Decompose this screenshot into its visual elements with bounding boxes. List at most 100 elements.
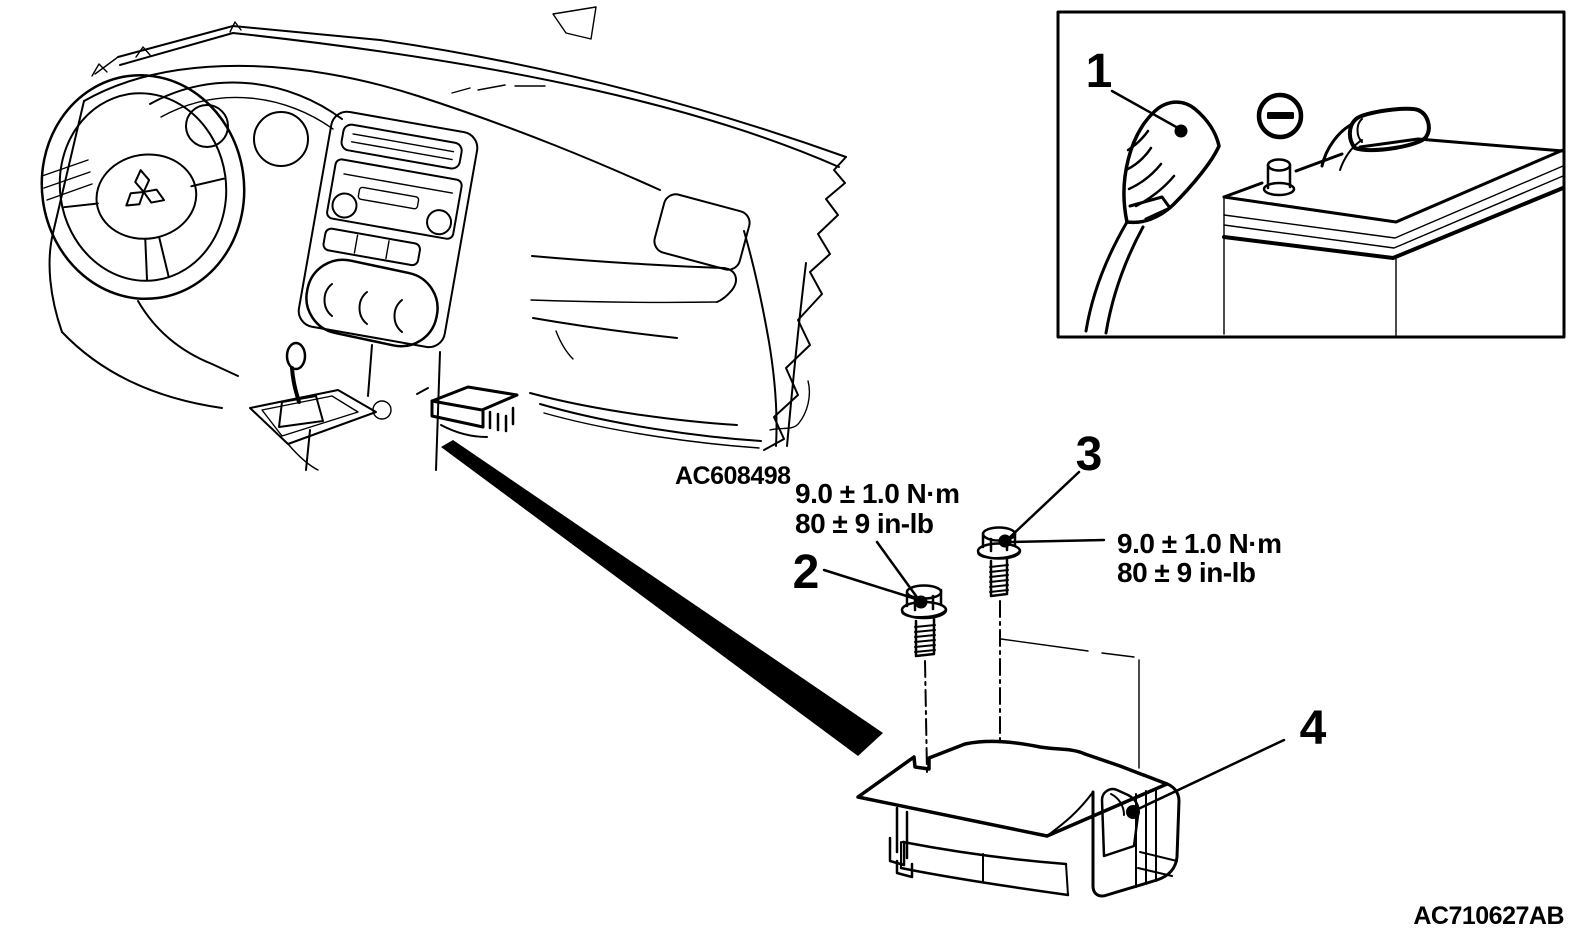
center-stack [297, 110, 479, 349]
console-pillar [367, 344, 373, 397]
lower-trim-strip-inner [543, 412, 760, 449]
left-edge [48, 100, 85, 333]
wheel-spoke-bottom-l [144, 238, 149, 282]
hvac-dial-arc [358, 291, 368, 325]
callout-2: 2 [793, 546, 918, 601]
torque2-leader [875, 540, 921, 602]
vent-slat [46, 183, 93, 201]
boot-stripe [1126, 129, 1150, 152]
tower-flange [1137, 851, 1178, 877]
hvac-dial-arc [393, 299, 403, 333]
location-box-front [430, 399, 485, 429]
callout-1-label: 1 [1086, 45, 1113, 98]
ecu-location-in-dash [416, 385, 519, 438]
minus-circle [1256, 92, 1304, 140]
handle-arm-inner [1339, 139, 1363, 171]
cowl-top-edge [83, 64, 661, 191]
leader-dot-ecu [1126, 805, 1140, 819]
dashboard-illustration [40, 6, 847, 471]
hvac-dial-arc [323, 283, 333, 317]
cd-slot [343, 173, 454, 194]
passenger-side [529, 193, 811, 449]
battery [1222, 106, 1565, 336]
torque3-metric: 9.0 ± 1.0 N·m [1117, 528, 1282, 559]
callout-4-leader [1134, 738, 1286, 812]
torn-edge-spike [91, 63, 108, 77]
torn-edge-spike [135, 46, 151, 58]
battery-top-face [1222, 148, 1565, 224]
knee-bolster [61, 331, 223, 409]
ecu-plate-junction [1046, 791, 1094, 837]
console-pillar [435, 351, 441, 471]
dash-rail-upper [531, 255, 737, 303]
shift-knob [285, 341, 307, 371]
bolt-centerline [924, 660, 928, 774]
location-flick [416, 387, 429, 395]
boot-stripe [1127, 162, 1163, 191]
battery-rear-edges [1222, 137, 1565, 199]
boot-stripe [1124, 146, 1153, 172]
battery-rim-line [1223, 165, 1564, 239]
wheel-rim-inner [58, 92, 228, 282]
callout-2-label: 2 [793, 546, 820, 599]
ecu-connector-tower [1091, 781, 1181, 898]
steering-wheel [40, 73, 246, 301]
pointer-wedge [441, 440, 883, 756]
negative-terminal-icon [1256, 92, 1304, 140]
torque3-imperial: 80 ± 9 in-lb [1117, 557, 1256, 588]
cable-edge [1104, 225, 1145, 335]
radio-display [357, 186, 420, 210]
logo-diamond [125, 190, 145, 207]
battery-inset: 1 [1056, 10, 1566, 339]
bolt-2 [900, 584, 948, 774]
vent-slat [43, 171, 91, 189]
callout-1-leader [1110, 89, 1180, 130]
bolt-threads [914, 624, 936, 653]
torque3-leader [1009, 538, 1106, 544]
wiper-mark [451, 87, 471, 94]
trim-upper-line [117, 25, 847, 158]
torque2-metric: 9.0 ± 1.0 N·m [795, 478, 960, 509]
plane-line [1101, 652, 1135, 658]
dash-torn-right-edge [763, 156, 847, 451]
battery-rim-line [1223, 175, 1564, 249]
ecu-under-body [888, 806, 1070, 897]
alignment-plane-lines [1000, 638, 1140, 769]
glovebox-handle [555, 330, 574, 360]
stack-trim [297, 110, 479, 349]
battery-handle [1320, 106, 1431, 171]
passenger-airbag-lid [653, 193, 751, 271]
callout-4: 4 [1126, 702, 1327, 819]
gauge-right [253, 111, 309, 167]
console-button [372, 400, 392, 420]
shift-lever [290, 366, 301, 404]
battery-corner-edge [1223, 198, 1397, 336]
logo-diamond [142, 188, 166, 204]
callout-3: 3 [998, 428, 1102, 548]
battery-rim-band [1222, 186, 1565, 260]
leader-dot-bolt2 [914, 595, 928, 609]
boot-tab [1128, 195, 1172, 221]
center-vent [340, 123, 463, 170]
shifter-console [249, 341, 441, 471]
ecu-body-top-edge [901, 840, 1068, 866]
radio-knob-left [331, 192, 358, 219]
wheel-spoke-bottom-r [158, 236, 170, 279]
windshield-trim [91, 6, 847, 168]
torn-edge-spike [229, 21, 242, 33]
battery-cable-terminal [1084, 100, 1221, 335]
inset-border [1056, 10, 1566, 339]
bolt-head-facets [981, 530, 1017, 553]
end-cap-outer [786, 262, 807, 447]
radio-unit [326, 158, 463, 240]
tower-clip-inner [1110, 793, 1125, 816]
vent-slat [350, 141, 453, 161]
wiper-mark [477, 84, 506, 91]
figure-code-dashboard: AC608498 [675, 462, 791, 490]
torque-spec-bolt3: 9.0 ± 1.0 N·m 80 ± 9 in-lb [1009, 528, 1282, 588]
dash-rail-lower [530, 299, 718, 304]
gauge-left [185, 104, 229, 148]
leader-dot-terminal [1174, 124, 1188, 138]
mitsubishi-logo-icon [125, 169, 166, 207]
